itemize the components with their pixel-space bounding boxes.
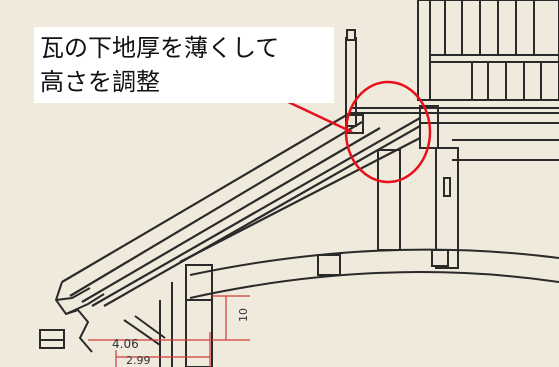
annotation-line-2: 高さを調整 bbox=[40, 68, 160, 96]
roof-rafters bbox=[61, 112, 421, 307]
annotation-callout: 瓦の下地厚を薄くして 高さを調整 bbox=[34, 27, 334, 103]
upper-window-structure bbox=[417, 0, 559, 101]
vertical-pole bbox=[345, 29, 357, 127]
curved-beam bbox=[189, 248, 559, 299]
dimension-left-outer: 4.06 bbox=[112, 337, 139, 351]
annotation-line-1: 瓦の下地厚を薄くして bbox=[40, 34, 280, 62]
eave-end bbox=[39, 281, 105, 353]
lower-bracket bbox=[123, 264, 213, 367]
highlight-circle bbox=[344, 80, 432, 184]
dimension-left-inner: 2.99 bbox=[126, 354, 151, 367]
dimension-lines bbox=[88, 295, 250, 367]
dimension-right-vertical: 10 bbox=[237, 308, 250, 322]
